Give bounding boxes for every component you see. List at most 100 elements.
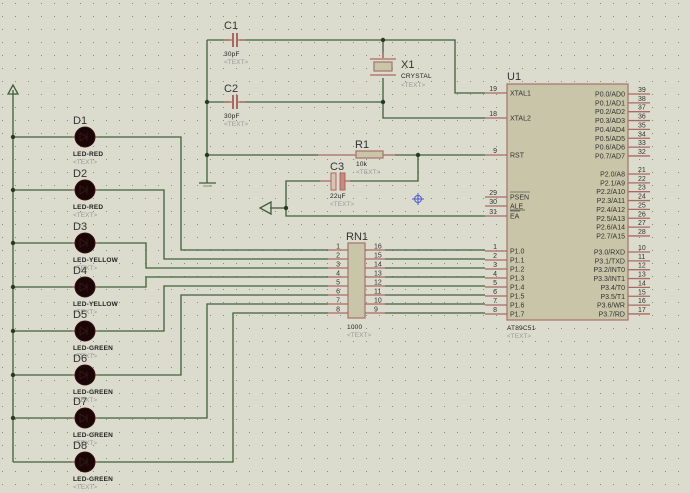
capacitor-c2[interactable]: C2 30pF <TEXT>	[224, 83, 248, 128]
led-icon	[74, 179, 96, 201]
wire-led-6[interactable]	[96, 294, 328, 376]
led-ref: D6	[73, 353, 87, 365]
wire-xtal1[interactable]	[240, 39, 485, 94]
leds: D1LED-RED<TEXT>D2LED-RED<TEXT>D3LED-YELL…	[72, 115, 119, 491]
pin-number: 39	[638, 87, 646, 94]
pin-label: P0.1/AD1	[595, 100, 625, 107]
mcu-u1[interactable]: U1 AT89C51 <TEXT> 19XTAL118XTAL29RST29PS…	[485, 71, 650, 340]
junction	[380, 37, 386, 43]
pin-number: 9	[493, 148, 497, 155]
mcu-pin-p1.2[interactable]: 3P1.2	[485, 262, 525, 274]
wire-led-1[interactable]	[96, 136, 328, 251]
rn1-body[interactable]	[347, 242, 366, 319]
wire[interactable]	[350, 155, 419, 182]
pin-number: 36	[638, 114, 646, 121]
mcu-pin-p1.7[interactable]: 8P1.7	[485, 307, 525, 319]
led-value: LED-GREEN	[73, 389, 113, 396]
x1-value: CRYSTAL	[401, 73, 432, 80]
crystal-x1[interactable]: X1 CRYSTAL <TEXT>	[370, 52, 432, 89]
mcu-pin-p1.4[interactable]: 5P1.4	[485, 280, 525, 292]
pin-label: PSEN	[510, 195, 529, 202]
wire-ea[interactable]	[285, 180, 485, 217]
mcu-pin-p1.5[interactable]: 6P1.5	[485, 289, 525, 301]
capacitor-c3[interactable]: C3 22uF <TEXT>	[320, 161, 354, 208]
wire-led-2[interactable]	[96, 189, 328, 260]
pin-number: 10	[374, 298, 382, 305]
capacitor-c1[interactable]: C1 30pF <TEXT>	[224, 20, 248, 66]
pin-label: P0.3/AD3	[595, 118, 625, 125]
wire-led-5[interactable]	[96, 285, 328, 332]
wire-xtal2[interactable]	[382, 78, 485, 119]
wire-led-8[interactable]	[96, 312, 328, 463]
mcu-pin-p1.0[interactable]: 1P1.0	[485, 244, 525, 256]
resistor-r1[interactable]: R1 10k <TEXT>	[318, 139, 395, 176]
led-text: <TEXT>	[73, 353, 97, 360]
pin-number: 5	[493, 280, 497, 287]
wire-led-7[interactable]	[96, 303, 328, 419]
mcu-pin-p1.6[interactable]: 7P1.6	[485, 298, 525, 310]
pin-number: 4	[336, 271, 340, 278]
junction	[10, 372, 16, 378]
led-value: LED-GREEN	[73, 432, 113, 439]
wire-led-4[interactable]	[96, 276, 328, 288]
wire-led-3[interactable]	[96, 242, 328, 269]
pin-number: 33	[638, 140, 646, 147]
pin-number: 32	[638, 149, 646, 156]
mcu-pin-p1.3[interactable]: 4P1.3	[485, 271, 525, 283]
pin-label: P1.5	[510, 294, 525, 301]
mcu-body[interactable]	[506, 83, 629, 321]
led-icon	[74, 232, 96, 254]
c2-value: 30pF	[224, 113, 240, 120]
mcu-pin-p1.1[interactable]: 2P1.1	[485, 253, 525, 265]
